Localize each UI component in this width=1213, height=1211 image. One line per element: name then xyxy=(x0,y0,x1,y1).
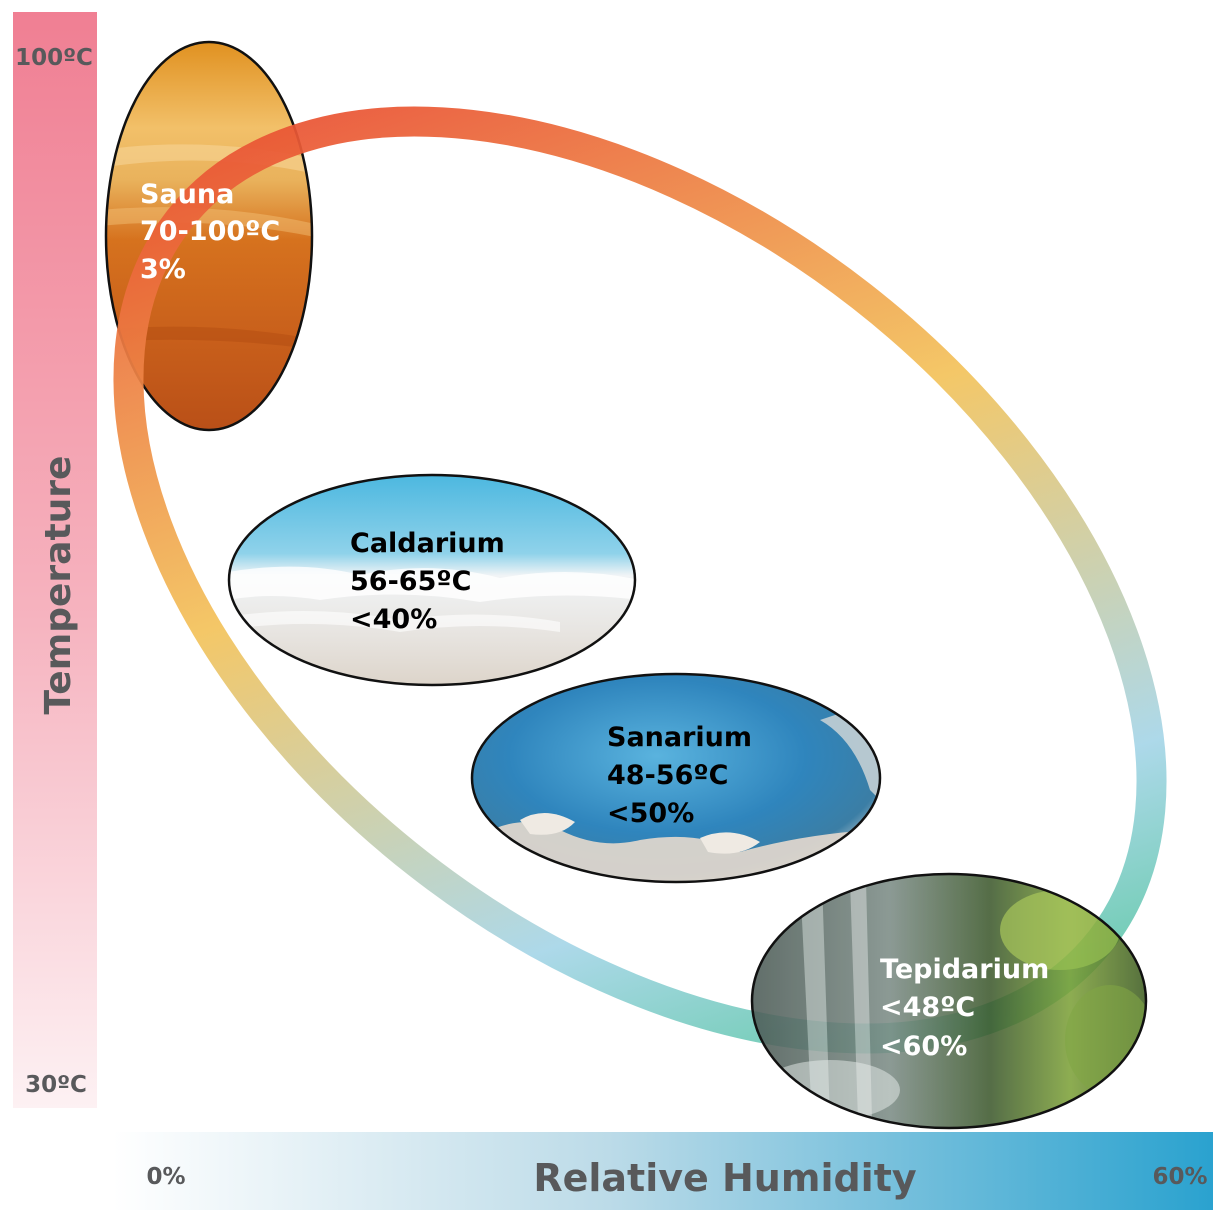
tepidarium-temperature: <48ºC xyxy=(880,992,975,1023)
caldarium-name: Caldarium xyxy=(350,528,505,559)
tepidarium-label: Tepidarium <48ºC <60% xyxy=(880,954,1049,1062)
tepidarium-zone xyxy=(750,872,1148,1130)
sauna-name: Sauna xyxy=(140,179,234,210)
sauna-label: Sauna 70-100ºC 3% xyxy=(140,179,280,285)
caldarium-label: Caldarium 56-65ºC <40% xyxy=(350,528,505,635)
humidity-max-label: 60% xyxy=(1152,1164,1207,1190)
temperature-bar xyxy=(13,12,97,1108)
tepidarium-name: Tepidarium xyxy=(880,954,1049,985)
temperature-axis-label: Temperature xyxy=(38,456,79,715)
sauna-temperature: 70-100ºC xyxy=(140,216,280,247)
humidity-bar xyxy=(113,1132,1213,1210)
humidity-min-label: 0% xyxy=(146,1164,185,1190)
caldarium-humidity: <40% xyxy=(350,604,437,635)
tepidarium-humidity: <60% xyxy=(880,1031,967,1062)
caldarium-temperature: 56-65ºC xyxy=(350,566,471,597)
temperature-min-label: 30ºC xyxy=(25,1072,87,1098)
caldarium-zone xyxy=(227,473,637,687)
temperature-max-label: 100ºC xyxy=(15,45,93,71)
sanarium-label: Sanarium 48-56ºC <50% xyxy=(607,722,752,829)
sanarium-name: Sanarium xyxy=(607,722,752,753)
sanarium-humidity: <50% xyxy=(607,798,694,829)
sanarium-temperature: 48-56ºC xyxy=(607,760,728,791)
sauna-humidity: 3% xyxy=(140,254,186,285)
humidity-axis-label: Relative Humidity xyxy=(533,1156,917,1200)
